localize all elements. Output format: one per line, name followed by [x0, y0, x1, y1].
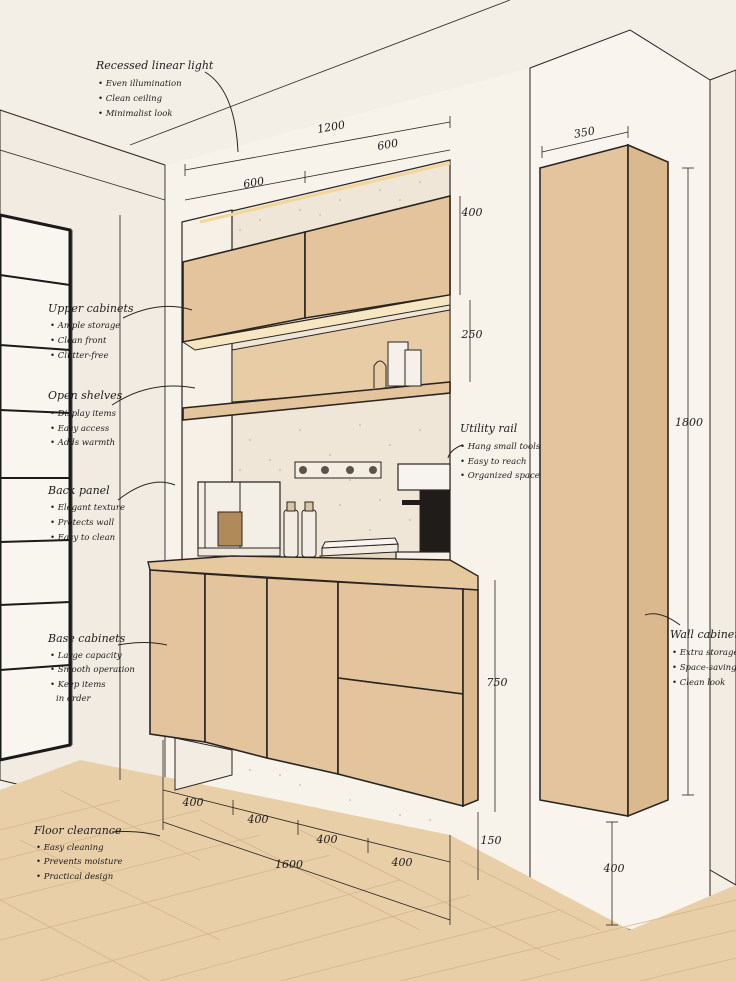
annotation-bullet: • Organized space [460, 471, 540, 481]
dim-base-clearance: 150 [481, 834, 502, 847]
annotation-title: Back panel [47, 484, 110, 497]
annotation-bullet: • Large capacity [50, 651, 122, 661]
dim-base-seg-3: 400 [316, 833, 338, 846]
annotation-bullet: • Clutter-free [50, 351, 108, 361]
annotation-bullet: • Hang small tools [460, 442, 541, 452]
base-cabinet-side [462, 588, 479, 808]
annotation-title: Open shelves [48, 389, 123, 402]
tall-wall-cabinet-side [627, 143, 669, 818]
annotation-title: Utility rail [460, 422, 518, 435]
base-door-3 [266, 577, 339, 776]
base-door-1 [149, 569, 206, 743]
annotation-open-shelves: Open shelves • Display items • Easy acce… [48, 389, 123, 448]
annotation-bullet: • Easy cleaning [36, 843, 104, 853]
dim-tall-clearance: 400 [603, 862, 625, 875]
shelf-cups [373, 341, 422, 388]
utility-rail [294, 461, 382, 479]
glass-door [0, 213, 72, 762]
coffee-machine [395, 463, 451, 569]
annotation-upper-cabinets: Upper cabinets • Ample storage • Clean f… [48, 302, 134, 361]
annotation-bullet: • Elegant texture [50, 503, 125, 513]
dim-upper-right: 600 [376, 137, 399, 153]
tall-wall-cabinet [539, 143, 629, 817]
annotation-bullet: • Protects wall [50, 518, 114, 528]
annotation-bullet: • Easy to clean [50, 533, 115, 543]
annotation-title: Recessed linear light [95, 59, 214, 72]
annotation-bullet: • Minimalist look [98, 109, 172, 119]
annotation-bullet: • Prevents moisture [36, 857, 123, 867]
annotation-base-cabinets: Base cabinets • Large capacity • Smooth … [47, 632, 135, 704]
dimension-lines [162, 116, 694, 926]
annotation-bullet: • Keep items [50, 680, 106, 690]
annotation-title: Floor clearance [33, 824, 122, 837]
annotation-bullet: • Space-saving [672, 663, 736, 673]
annotation-bullet: • Adds warmth [50, 438, 115, 448]
back-panel-texture [219, 181, 431, 821]
annotation-back-panel: Back panel • Elegant texture • Protects … [47, 484, 125, 543]
annotation-wall-cabinet: Wall cabinet • Extra storage • Space-sav… [670, 628, 736, 688]
leader-arrows [111, 71, 681, 837]
annotation-bullet: • Clean ceiling [98, 94, 163, 104]
annotation-title: Wall cabinet [670, 628, 736, 641]
dim-base-total: 1600 [275, 858, 303, 871]
upper-cabinet-underside [181, 294, 451, 351]
dim-upper-left: 600 [242, 175, 265, 191]
annotation-title: Upper cabinets [48, 302, 134, 315]
dim-total-width-upper: 1200 [316, 118, 346, 136]
dim-base-height: 750 [487, 676, 508, 689]
annotation-bullet: • Clean look [672, 678, 725, 688]
dim-upper-height: 400 [461, 206, 483, 219]
floor-herringbone [0, 789, 736, 981]
dim-shelf-gap: 250 [461, 328, 483, 341]
annotation-title: Base cabinets [47, 632, 126, 645]
annotation-floor-clearance: Floor clearance • Easy cleaning • Preven… [33, 824, 123, 882]
open-shelf [182, 381, 451, 421]
dim-tall-width: 350 [573, 124, 596, 140]
annotation-bullet: • Easy to reach [460, 457, 527, 467]
annotation-bullet-cont: in order [56, 694, 92, 704]
annotation-bullet: • Smooth operation [50, 665, 135, 675]
floor [0, 760, 736, 981]
annotation-bullet: • Extra storage [672, 648, 736, 658]
base-door-2 [204, 573, 268, 760]
annotation-bullet: • Even illumination [98, 79, 182, 89]
canister-box [197, 481, 281, 557]
annotation-bullet: • Easy access [50, 424, 110, 434]
dim-base-seg-4: 400 [391, 856, 413, 869]
far-right-wall [709, 69, 736, 886]
annotation-bullet: • Ample storage [50, 321, 120, 331]
dim-tall-height: 1800 [675, 416, 703, 429]
base-drawer-top [337, 581, 464, 695]
annotation-utility-rail: Utility rail • Hang small tools • Easy t… [460, 422, 541, 481]
dim-base-seg-2: 400 [247, 813, 269, 826]
base-plinth-shadow [174, 737, 233, 791]
annotation-bullet: • Practical design [36, 872, 113, 882]
annotation-bullet: • Display items [50, 409, 117, 419]
linear-light [199, 161, 451, 224]
annotation-bullet: • Clean front [50, 336, 107, 346]
annotation-recessed-light: Recessed linear light • Even illuminatio… [95, 59, 214, 119]
dim-base-seg-1: 400 [182, 796, 204, 809]
